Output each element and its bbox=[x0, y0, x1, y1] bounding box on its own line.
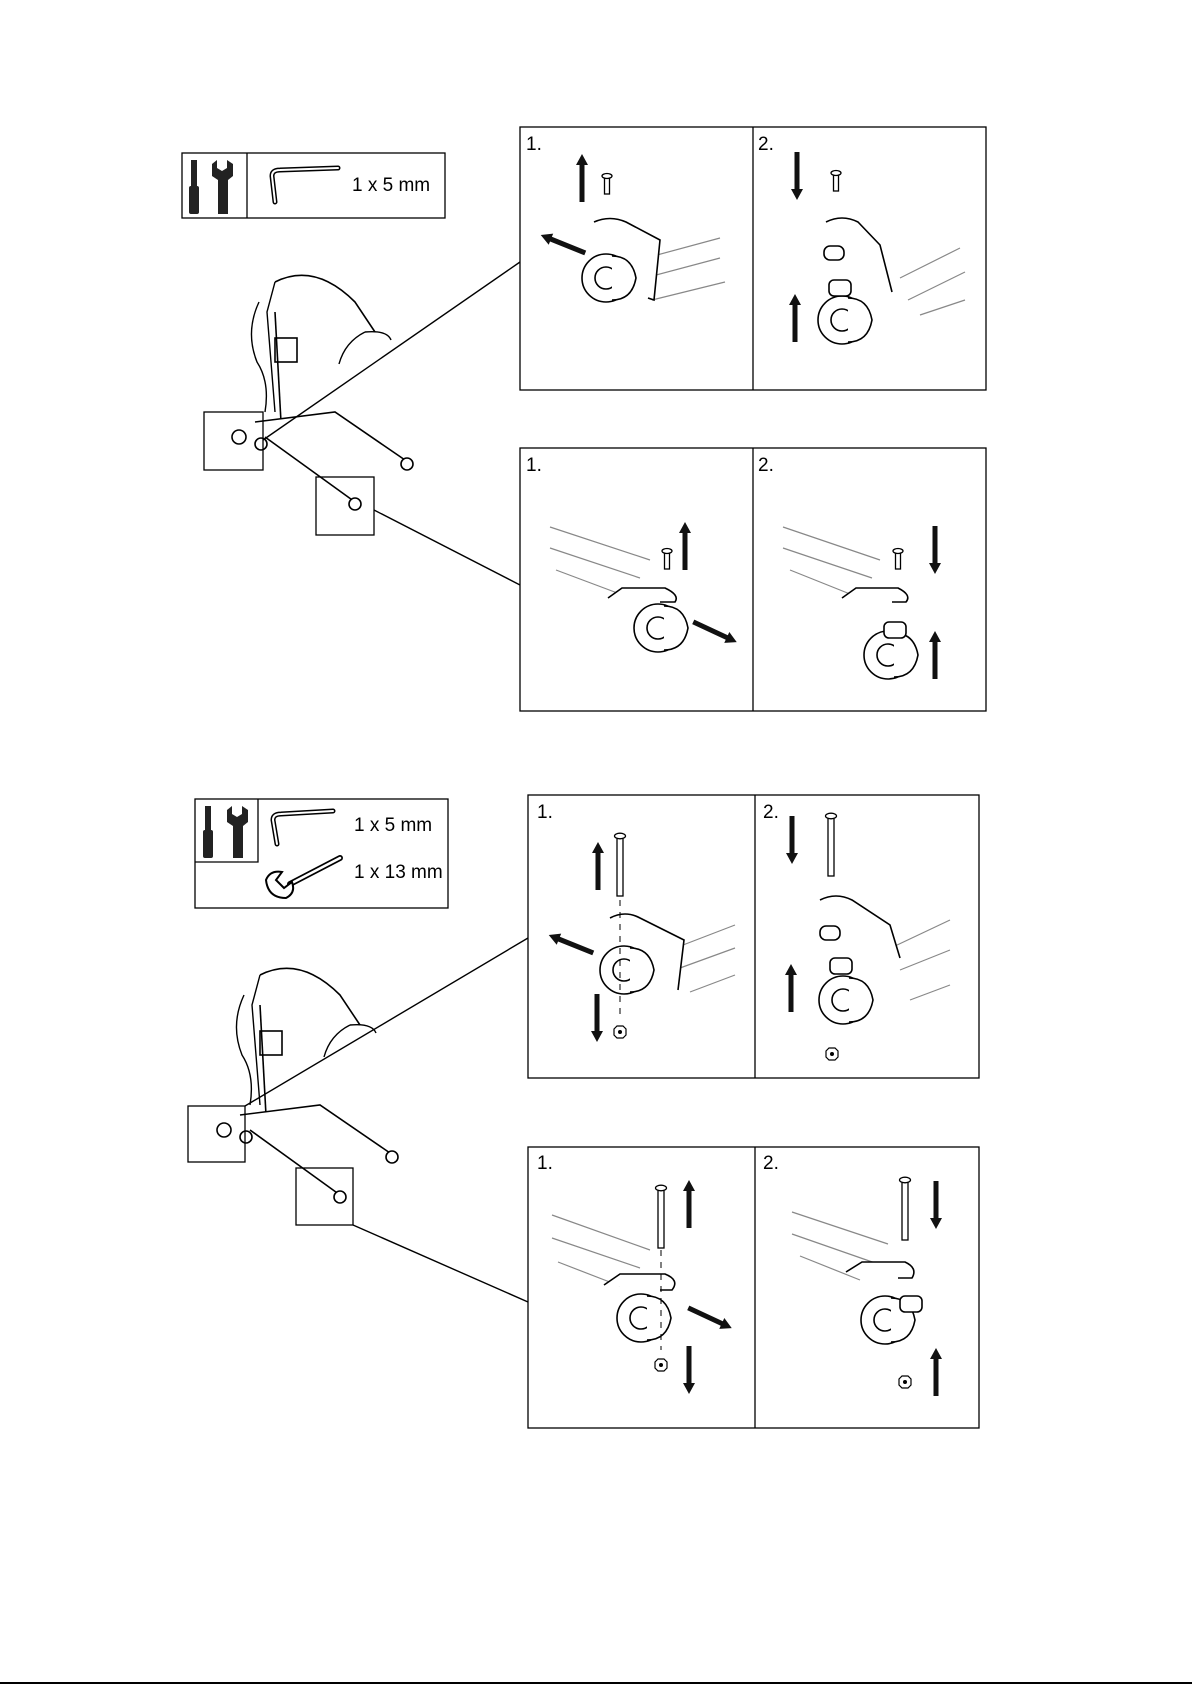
detail-box-rear bbox=[316, 477, 374, 535]
rear-caster-step1-illustration bbox=[552, 1180, 734, 1394]
detail-box-front bbox=[188, 1106, 245, 1162]
tool-label-hex-key: 1 x 5 mm bbox=[354, 815, 432, 837]
front-caster-step2-illustration bbox=[785, 813, 950, 1060]
step-number: 1. bbox=[537, 1153, 553, 1175]
wrench-icon bbox=[227, 806, 248, 858]
screwdriver-icon bbox=[189, 160, 199, 214]
step-number: 2. bbox=[758, 455, 774, 477]
tool-label-wrench: 1 x 13 mm bbox=[354, 862, 443, 884]
front-caster-step1-illustration bbox=[538, 154, 725, 302]
step-number: 2. bbox=[763, 802, 779, 824]
hex-key-icon bbox=[273, 811, 333, 844]
step-number: 1. bbox=[526, 455, 542, 477]
rear-caster-step1-illustration bbox=[550, 522, 739, 652]
step-number: 1. bbox=[526, 134, 542, 156]
tool-label-hex-key: 1 x 5 mm bbox=[352, 175, 430, 197]
panel-rear-caster-bottom bbox=[528, 1147, 979, 1428]
top-section-drawing bbox=[182, 127, 986, 711]
front-caster-step1-illustration bbox=[546, 833, 735, 1042]
wrench-icon bbox=[212, 160, 233, 214]
step-number: 2. bbox=[758, 134, 774, 156]
hex-key-icon bbox=[272, 168, 338, 202]
step-number: 2. bbox=[763, 1153, 779, 1175]
screwdriver-icon bbox=[203, 806, 213, 858]
bottom-section-drawing bbox=[188, 795, 979, 1428]
front-caster-step2-illustration bbox=[789, 152, 965, 344]
open-wrench-icon bbox=[266, 858, 340, 898]
step-number: 1. bbox=[537, 802, 553, 824]
rear-caster-step2-illustration bbox=[792, 1177, 942, 1396]
patient-lift bbox=[232, 275, 413, 510]
rear-caster-step2-illustration bbox=[783, 526, 941, 679]
